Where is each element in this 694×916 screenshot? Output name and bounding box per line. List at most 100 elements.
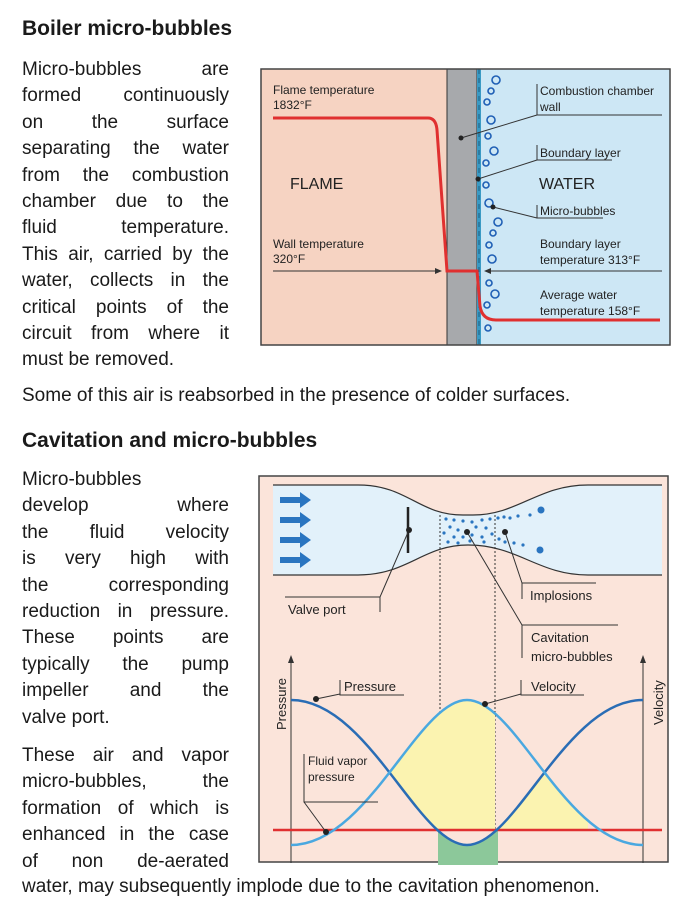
bubble <box>442 531 446 535</box>
bubble <box>537 506 545 514</box>
text-line: is very high with <box>22 548 229 570</box>
svg-text:micro-bubbles: micro-bubbles <box>531 649 613 664</box>
bubble <box>484 324 492 332</box>
text-line: typically the pump <box>22 653 229 675</box>
bubble <box>489 229 497 237</box>
text-line: fluid temperature. <box>22 217 229 239</box>
text-line: enhanced in the case <box>22 824 229 846</box>
svg-text:Flame temperature: Flame temperature <box>273 83 375 97</box>
bubble <box>470 520 474 524</box>
svg-text:Velocity: Velocity <box>651 680 666 725</box>
text-line: formation of which is <box>22 797 229 819</box>
text-line: water, collects in the <box>22 270 229 292</box>
svg-text:320°F: 320°F <box>273 252 305 266</box>
bubble <box>456 528 460 532</box>
bubble <box>489 146 499 156</box>
text-line: of non de-aerated <box>22 850 229 872</box>
temperature-curve <box>273 116 660 322</box>
svg-text:temperature 313°F: temperature 313°F <box>540 253 640 267</box>
bubble <box>452 518 456 522</box>
bubble <box>485 241 493 249</box>
bubble <box>482 540 486 544</box>
bubble <box>488 517 492 521</box>
svg-text:Valve port: Valve port <box>288 602 346 617</box>
svg-text:temperature 158°F: temperature 158°F <box>540 304 640 318</box>
text-line: must be removed. <box>22 349 175 371</box>
bubble <box>496 516 500 520</box>
bubble <box>480 518 484 522</box>
bubble <box>448 525 452 529</box>
svg-text:Velocity: Velocity <box>531 679 576 694</box>
cavitation-zone <box>438 830 498 865</box>
svg-text:1832°F: 1832°F <box>273 98 312 112</box>
boiler-diagram: Flame temperature 1832°F FLAME Wall temp… <box>260 68 671 346</box>
bubble <box>484 198 494 208</box>
bubble <box>461 519 465 523</box>
text-line: from the combustion <box>22 164 229 186</box>
text-line: This air, carried by the <box>22 243 229 265</box>
bubble <box>468 539 472 543</box>
svg-text:Implosions: Implosions <box>530 588 593 603</box>
text-line: valve port. <box>22 706 110 728</box>
bubble <box>452 535 456 539</box>
cavitation-diagram: Valve port Implosions Cavitation micro-b… <box>258 475 669 865</box>
flame-area <box>261 69 448 345</box>
pressure-curve <box>290 698 644 847</box>
bubble <box>446 540 450 544</box>
text-line: chamber due to the <box>22 190 229 212</box>
bubble <box>512 541 516 545</box>
bubble <box>486 115 496 125</box>
text-line: on the surface <box>22 111 229 133</box>
bubble <box>497 537 501 541</box>
micro-bubbles-icon <box>482 75 503 332</box>
text-line: the fluid velocity <box>22 521 229 543</box>
velocity-curve <box>290 698 644 847</box>
text-line: Micro-bubbles <box>22 469 142 490</box>
svg-text:Pressure: Pressure <box>344 679 396 694</box>
svg-text:pressure: pressure <box>308 770 355 784</box>
text-line: These points are <box>22 627 229 649</box>
text-line: reduction in pressure. <box>22 600 229 622</box>
bubble <box>461 535 465 539</box>
wall <box>446 68 478 346</box>
svg-text:Fluid vapor: Fluid vapor <box>308 754 367 768</box>
text-line: micro-bubbles, the <box>22 771 229 793</box>
bubble <box>490 532 494 536</box>
text-line: separating the water <box>22 138 229 160</box>
text-line: critical points of the <box>22 296 229 318</box>
bubble <box>493 217 503 227</box>
bubble <box>487 87 495 95</box>
bubble <box>470 533 474 537</box>
text-line: Micro-bubbles are <box>22 59 229 80</box>
bubble <box>444 517 448 521</box>
bubble <box>508 516 512 520</box>
bubble <box>502 515 506 519</box>
svg-text:Cavitation: Cavitation <box>531 630 589 645</box>
text-line: circuit from where it <box>22 322 229 344</box>
bubble <box>484 526 488 530</box>
text-line: the corresponding <box>22 574 229 596</box>
cavitation-paragraph: Micro-bubbles develop where the fluid velo… <box>22 467 229 731</box>
bubble <box>536 546 544 554</box>
bubble <box>521 543 525 547</box>
svg-text:Pressure: Pressure <box>274 678 289 730</box>
svg-text:WATER: WATER <box>539 176 595 193</box>
text-line: impeller and the <box>22 680 229 702</box>
bubble <box>516 514 520 518</box>
cavitation-paragraph-2: These air and vapor micro-bubbles, the for… <box>22 743 229 875</box>
text-line: These air and vapor <box>22 745 229 766</box>
section-title-cavitation: Cavitation and micro-bubbles <box>22 429 318 452</box>
svg-text:wall: wall <box>539 100 561 114</box>
bubble <box>490 289 500 299</box>
bubble <box>474 525 478 529</box>
bubble <box>480 535 484 539</box>
bubble <box>485 279 493 287</box>
svg-text:Boundary layer: Boundary layer <box>540 237 621 251</box>
bubble <box>482 181 490 189</box>
bubble <box>528 513 532 517</box>
bubble <box>483 301 491 309</box>
section-title-boiler: Boiler micro-bubbles <box>22 17 233 40</box>
text-line: develop where <box>22 495 229 517</box>
bubble <box>503 540 507 544</box>
